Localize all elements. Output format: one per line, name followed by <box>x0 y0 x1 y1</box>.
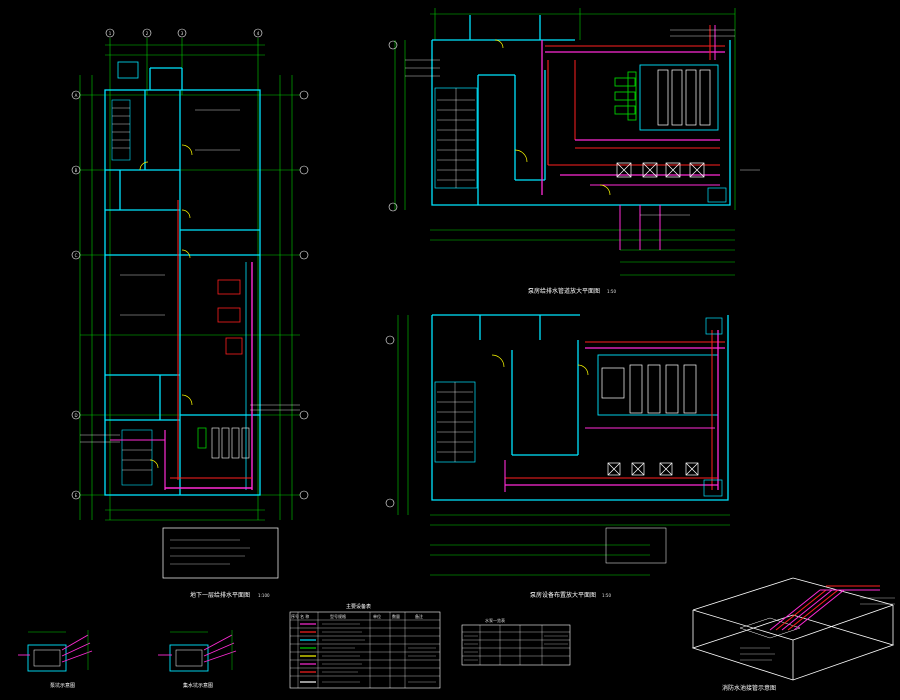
grid-label-3: 3 <box>181 31 184 36</box>
plan-top-doors <box>494 39 611 196</box>
plan-bottom-walls <box>431 314 729 501</box>
plan-top-pumps <box>616 162 727 203</box>
floor-plan: 1 2 3 4 A B C D E <box>71 28 309 599</box>
grid-label-c: C <box>75 253 78 258</box>
plan-bottom-stairs <box>437 382 473 462</box>
plan-bottom-pipes <box>504 330 725 492</box>
floor-plan-doors <box>139 144 193 469</box>
legend-header-spec: 型号规格 <box>330 613 346 619</box>
pump-table-title: 水泵一览表 <box>485 617 505 623</box>
plan-bottom-pumps <box>607 317 723 497</box>
grid-label-e: E <box>75 493 78 498</box>
plan-top-leaders <box>405 29 760 216</box>
floor-plan-grid-top: 1 2 3 4 <box>105 28 263 38</box>
legend-header-qty: 数量 <box>392 613 400 619</box>
legend-row-text <box>322 623 436 683</box>
detail-pump-pit: 泵坑示意图 <box>18 630 93 689</box>
grid-label-2: 2 <box>146 31 149 36</box>
pump-table: 水泵一览表 <box>461 617 571 666</box>
grid-label-d: D <box>74 413 77 418</box>
tank-pipes <box>769 585 880 631</box>
floor-plan-notes-lines <box>170 539 250 565</box>
plan-bottom-title: 泵房设备布置放大平面图 <box>530 591 596 599</box>
plan-bottom-scale: 1:50 <box>602 593 611 598</box>
legend-table: 主要设备表 序号 名 称 型号规格 单位 数量 备注 <box>289 603 441 689</box>
pump-room-equipment-plan: 泵房设备布置放大平面图 1:50 <box>385 314 730 599</box>
plan-top-title: 泵房给排水管道放大平面图 <box>528 287 600 295</box>
plan-top-scale: 1:50 <box>607 289 616 294</box>
floor-plan-grid-side: A B C D E <box>71 90 309 500</box>
floor-plan-leaders <box>80 109 300 443</box>
legend-header-no: 序号 <box>291 613 299 619</box>
detail-sump-pit: 集水坑示意图 <box>158 630 237 689</box>
grid-label-4: 4 <box>257 31 260 36</box>
plan-bottom-doors <box>491 354 589 376</box>
plan-top-stairs <box>437 88 475 188</box>
floor-plan-notes-box <box>162 527 279 579</box>
plan-top-tanks <box>657 69 711 126</box>
grid-label-a: A <box>75 93 78 98</box>
legend-table-title: 主要设备表 <box>346 603 371 610</box>
plan-bottom-section-box <box>605 527 667 564</box>
grid-label-1: 1 <box>109 31 112 36</box>
tank-title: 消防水池接管示意图 <box>722 684 776 692</box>
plan-top-pipes <box>541 25 725 250</box>
legend-header-note: 备注 <box>415 613 423 619</box>
legend-header-name: 名 称 <box>300 613 309 619</box>
plan-bottom-dimensions <box>397 315 730 576</box>
floor-plan-equipment <box>197 279 250 459</box>
floor-plan-title: 地下一层给排水平面图 <box>190 591 250 599</box>
floor-plan-pipes <box>110 200 253 490</box>
legend-header-unit: 单位 <box>373 613 381 619</box>
plan-bottom-tanks <box>601 364 697 414</box>
plan-top-valves <box>614 71 637 121</box>
plan-top-dimensions <box>394 8 736 276</box>
tank-isometric: 消防水池接管示意图 <box>691 577 895 692</box>
grid-label-b: B <box>75 168 78 173</box>
legend-swatches <box>300 623 316 683</box>
detail-left-title: 泵坑示意图 <box>50 682 75 689</box>
pump-room-pipe-plan: 泵房给排水管道放大平面图 1:50 <box>388 8 760 295</box>
floor-plan-scale: 1:100 <box>258 593 270 598</box>
floor-plan-walls <box>104 61 261 496</box>
plan-top-walls <box>431 15 731 206</box>
detail-mid-title: 集水坑示意图 <box>183 682 213 689</box>
